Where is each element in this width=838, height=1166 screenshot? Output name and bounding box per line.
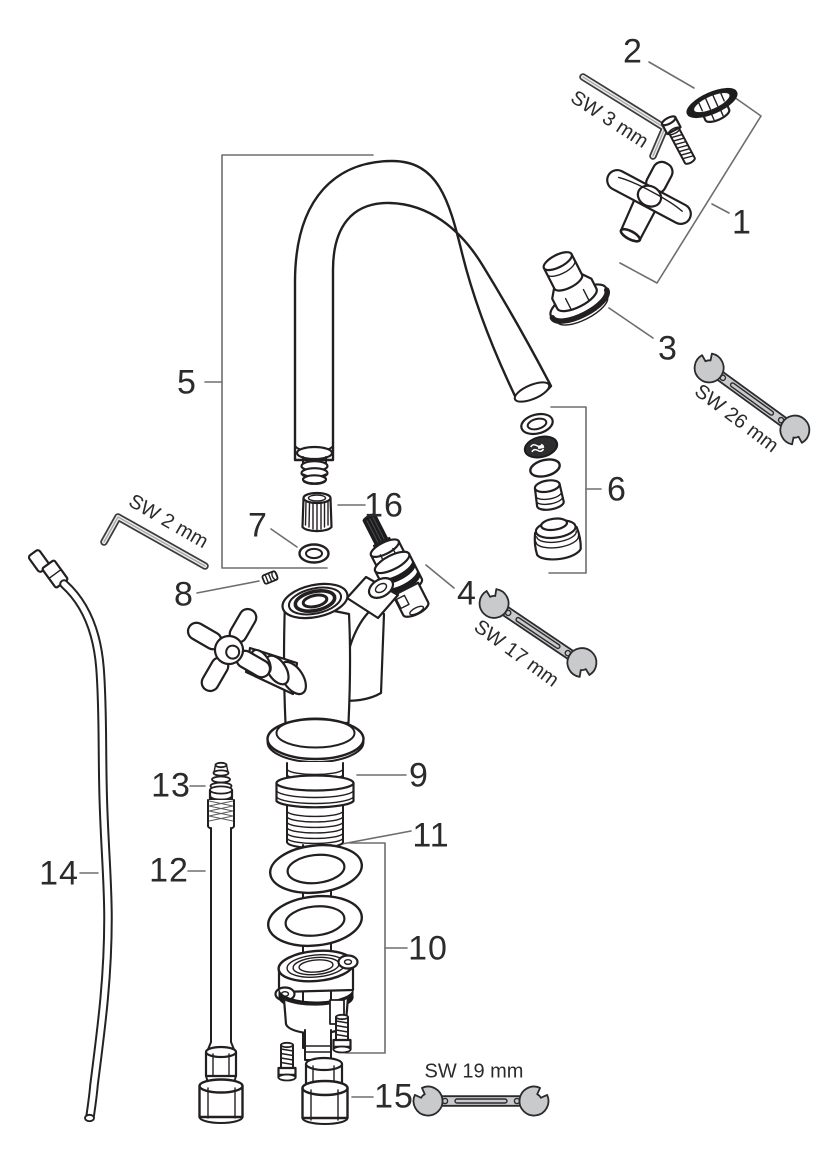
- set-screw: [261, 570, 279, 585]
- fixing-screw-right: [332, 1013, 352, 1054]
- callout-label-10: 10: [408, 929, 448, 968]
- callout-label-1: 1: [732, 203, 752, 242]
- callout-label-8: 8: [174, 575, 194, 614]
- union-nut-stack: [301, 1056, 349, 1125]
- callout-label-13: 13: [151, 766, 191, 805]
- callout-label-4: 4: [457, 574, 477, 613]
- spout-o-ring: [298, 543, 330, 564]
- callout-label-3: 3: [658, 329, 678, 368]
- callout-label-14: 14: [39, 854, 79, 893]
- callout-label-15: 15: [374, 1077, 414, 1116]
- valve-cartridge: [362, 513, 430, 618]
- cross-handle-mounted: [186, 607, 272, 693]
- handle-sleeve: [542, 251, 610, 326]
- faucet-body: [186, 575, 400, 763]
- fixing-screw-left: [277, 1041, 297, 1082]
- callout-label-7: 7: [248, 506, 268, 545]
- wrench-sw19: [414, 1087, 549, 1116]
- callout-label-16: 16: [364, 486, 404, 525]
- aerator-assembly: [520, 412, 582, 561]
- tool-label-sw19: SW 19 mm: [424, 1060, 524, 1083]
- callout-lines: [79, 61, 762, 1098]
- callout-label-6: 6: [607, 470, 627, 509]
- threaded-shank: [275, 762, 355, 849]
- allen-key-sw2: [100, 513, 209, 570]
- long-supply-hose: [27, 549, 113, 1123]
- supply-hose: [198, 761, 244, 1124]
- callout-label-9: 9: [409, 756, 429, 795]
- cross-handle-loose: [606, 160, 692, 243]
- washer-lower: [266, 894, 364, 948]
- callout-label-11: 11: [412, 816, 450, 855]
- spout-tailpiece: [295, 445, 334, 485]
- handle-cap-nut: [686, 87, 738, 123]
- shank-pipe-lower: [304, 1029, 332, 1061]
- callout-label-12: 12: [149, 851, 189, 890]
- spout: [293, 159, 553, 462]
- callout-label-2: 2: [623, 32, 643, 71]
- spout-bushing: [301, 491, 333, 533]
- washer-upper: [268, 843, 364, 895]
- handle-screw: [660, 115, 696, 165]
- callout-label-5: 5: [177, 363, 197, 402]
